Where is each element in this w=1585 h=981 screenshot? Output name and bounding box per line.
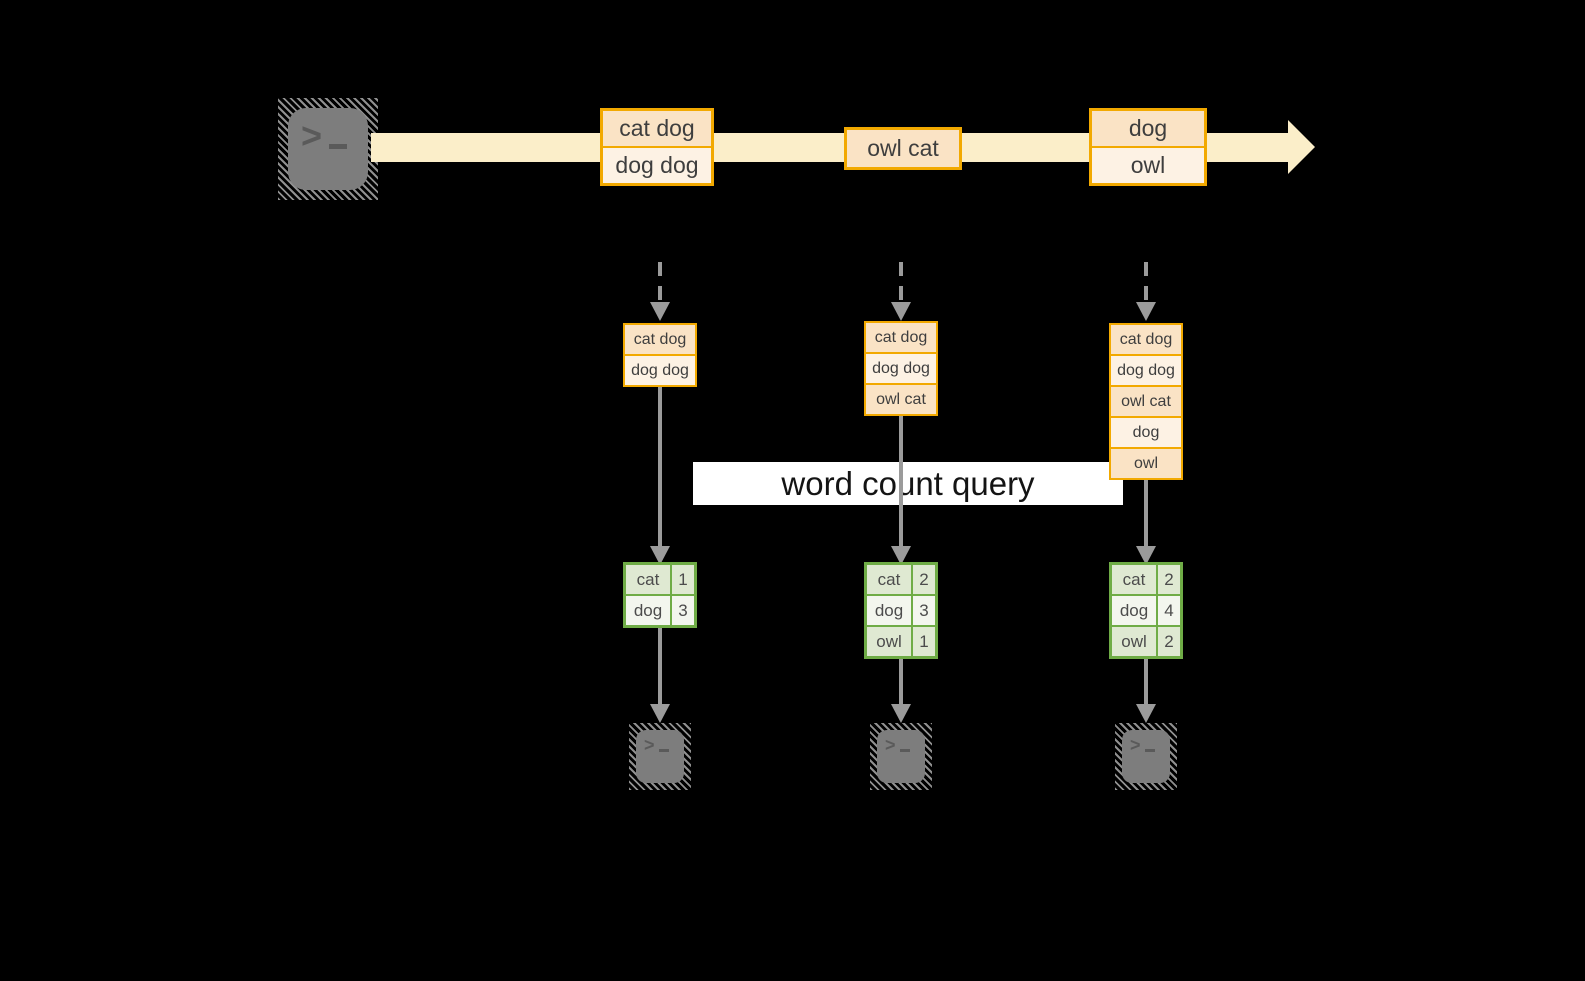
event-buffer-stack-2: cat dog dog dog owl cat bbox=[864, 321, 938, 416]
count-word-cell: owl bbox=[1112, 627, 1156, 656]
count-value-cell: 3 bbox=[913, 596, 935, 625]
count-table-2: cat 2 dog 3 owl 1 bbox=[864, 562, 938, 659]
stream-event-box-3: dog owl bbox=[1089, 108, 1207, 186]
terminal-screen: > bbox=[877, 730, 925, 783]
arrowhead-icon bbox=[650, 704, 670, 723]
arrowhead-icon bbox=[891, 302, 911, 321]
buffer-cell: owl cat bbox=[866, 385, 936, 414]
sink-terminal-icon-2: > bbox=[870, 723, 932, 790]
buffer-cell: owl bbox=[1111, 449, 1181, 478]
arrowhead-icon bbox=[891, 704, 911, 723]
terminal-prompt-chevron: > bbox=[644, 735, 655, 755]
stream-event-box-2: owl cat bbox=[844, 127, 962, 170]
event-buffer-stack-3: cat dog dog dog owl cat dog owl bbox=[1109, 323, 1183, 480]
sink-terminal-icon-3: > bbox=[1115, 723, 1177, 790]
terminal-prompt-chevron: > bbox=[1130, 735, 1141, 755]
sink-terminal-icon-1: > bbox=[629, 723, 691, 790]
terminal-cursor bbox=[329, 144, 348, 149]
flow-arrow-line bbox=[1144, 659, 1148, 706]
terminal-screen: > bbox=[636, 730, 684, 783]
dashed-arrow-line bbox=[899, 262, 903, 300]
query-label: word count query bbox=[781, 464, 1035, 502]
arrowhead-icon bbox=[1136, 302, 1156, 321]
stream-event-cell: dog dog bbox=[603, 148, 711, 183]
arrowhead-icon bbox=[1136, 704, 1156, 723]
dashed-arrow-line bbox=[1144, 262, 1148, 300]
event-buffer-stack-1: cat dog dog dog bbox=[623, 323, 697, 387]
count-word-cell: cat bbox=[1112, 565, 1156, 594]
count-value-cell: 2 bbox=[1158, 627, 1180, 656]
buffer-cell: cat dog bbox=[625, 325, 695, 354]
stream-event-cell: cat dog bbox=[603, 111, 711, 146]
count-word-cell: owl bbox=[867, 627, 911, 656]
arrowhead-icon bbox=[650, 546, 670, 565]
terminal-cursor bbox=[1144, 749, 1155, 752]
flow-arrow-line bbox=[658, 387, 662, 548]
terminal-prompt-chevron: > bbox=[301, 115, 323, 156]
flow-arrow-line bbox=[1144, 480, 1148, 548]
count-value-cell: 1 bbox=[913, 627, 935, 656]
arrowhead-icon bbox=[1136, 546, 1156, 565]
stream-event-cell: dog bbox=[1092, 111, 1204, 146]
arrowhead-icon bbox=[650, 302, 670, 321]
count-word-cell: cat bbox=[867, 565, 911, 594]
flow-arrow-line bbox=[658, 628, 662, 706]
count-value-cell: 4 bbox=[1158, 596, 1180, 625]
terminal-screen: > bbox=[1122, 730, 1170, 783]
stream-event-cell: owl cat bbox=[847, 130, 959, 167]
count-word-cell: dog bbox=[626, 596, 670, 625]
count-word-cell: dog bbox=[867, 596, 911, 625]
stream-arrowhead-icon bbox=[1288, 120, 1315, 174]
count-word-cell: dog bbox=[1112, 596, 1156, 625]
flow-arrow-line bbox=[899, 416, 903, 548]
buffer-cell: cat dog bbox=[1111, 325, 1181, 354]
count-value-cell: 3 bbox=[672, 596, 694, 625]
stream-event-box-1: cat dog dog dog bbox=[600, 108, 714, 186]
flow-arrow-line bbox=[899, 659, 903, 706]
count-table-3: cat 2 dog 4 owl 2 bbox=[1109, 562, 1183, 659]
terminal-cursor bbox=[658, 749, 669, 752]
count-word-cell: cat bbox=[626, 565, 670, 594]
terminal-cursor bbox=[899, 749, 910, 752]
query-label-band: word count query bbox=[693, 462, 1123, 505]
count-value-cell: 2 bbox=[1158, 565, 1180, 594]
count-value-cell: 2 bbox=[913, 565, 935, 594]
buffer-cell: dog dog bbox=[866, 354, 936, 383]
count-value-cell: 1 bbox=[672, 565, 694, 594]
source-terminal-icon: > bbox=[278, 98, 378, 200]
stream-event-cell: owl bbox=[1092, 148, 1204, 183]
buffer-cell: dog dog bbox=[625, 356, 695, 385]
terminal-screen: > bbox=[288, 108, 368, 190]
buffer-cell: owl cat bbox=[1111, 387, 1181, 416]
buffer-cell: dog bbox=[1111, 418, 1181, 447]
arrowhead-icon bbox=[891, 546, 911, 565]
count-table-1: cat 1 dog 3 bbox=[623, 562, 697, 628]
terminal-prompt-chevron: > bbox=[885, 735, 896, 755]
buffer-cell: cat dog bbox=[866, 323, 936, 352]
dashed-arrow-line bbox=[658, 262, 662, 300]
buffer-cell: dog dog bbox=[1111, 356, 1181, 385]
